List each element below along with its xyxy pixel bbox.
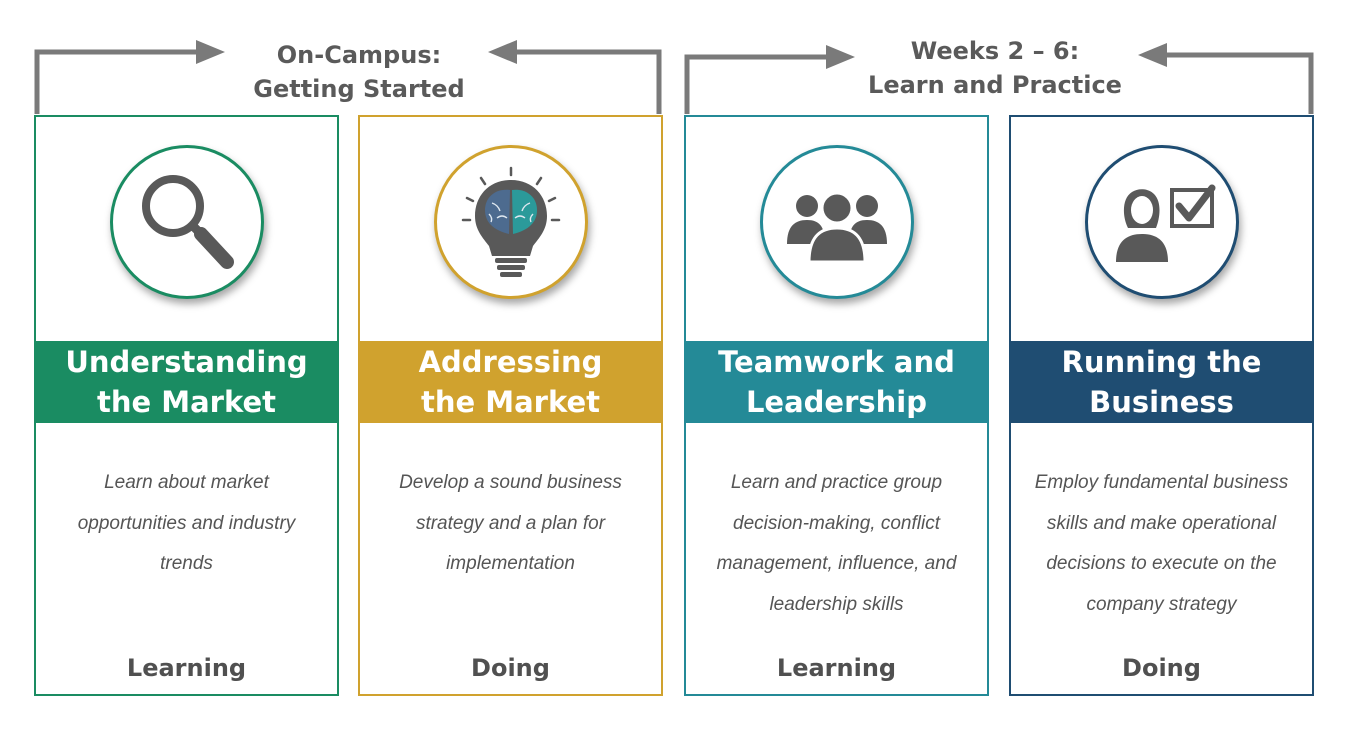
icon-circle (1084, 145, 1239, 299)
card-description: Employ fundamental business skills and m… (1034, 472, 1289, 615)
magnifying-glass-icon (141, 175, 234, 269)
card-understanding-market: Understanding the Market Learn about mar… (34, 115, 339, 696)
card-teamwork-leadership: Teamwork and Leadership Learn and practi… (684, 115, 989, 696)
card-addressing-market: Addressing the Market Develop a sound bu… (358, 115, 663, 696)
team-icon (786, 191, 887, 264)
icon-circle (759, 145, 914, 299)
card-title: Addressing the Market (360, 341, 661, 423)
card-title: Running the Business (1011, 341, 1312, 423)
card-description: Develop a sound business strategy and a … (399, 472, 622, 574)
card-mode: Learning (126, 654, 247, 682)
icon-circle (109, 145, 264, 299)
card-running-business: Running the Business Employ fundamental … (1009, 115, 1314, 696)
card-description: Learn about market opportunities and ind… (77, 472, 296, 574)
person-checkbox-icon (1115, 184, 1215, 262)
bracket-arrows (34, 40, 1314, 114)
card-title: Understanding the Market (36, 341, 337, 423)
lightbulb-brain-icon (461, 166, 560, 277)
card-description: Learn and practice group decision-making… (716, 472, 957, 615)
group-title-on-campus: On-Campus: Getting Started (253, 41, 465, 103)
card-mode: Doing (471, 654, 550, 682)
card-title: Teamwork and Leadership (686, 341, 987, 423)
card-mode: Doing (1122, 654, 1201, 682)
icon-circle (433, 145, 588, 299)
card-mode: Learning (776, 654, 897, 682)
group-title-weeks: Weeks 2 – 6: Learn and Practice (868, 37, 1122, 99)
